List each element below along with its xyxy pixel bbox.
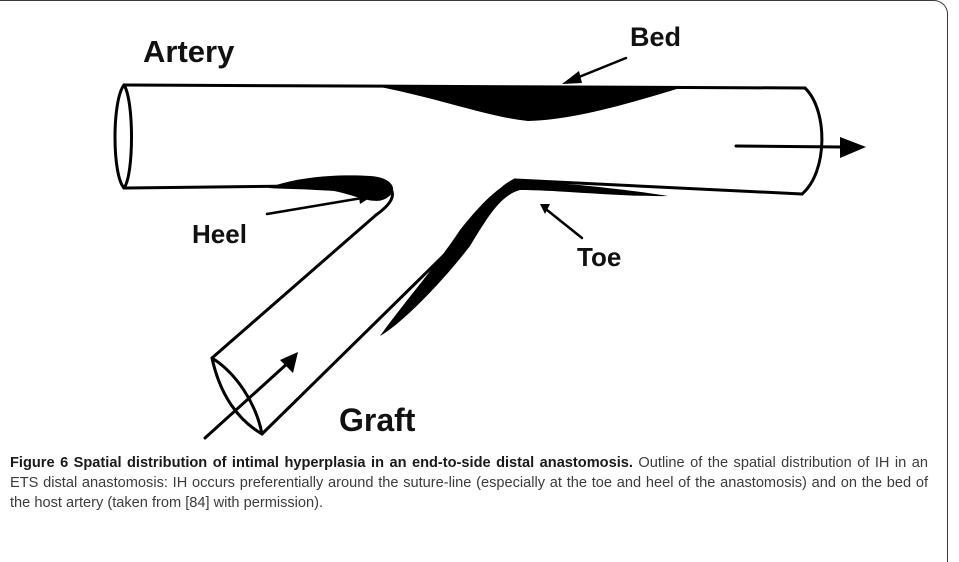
artery-right-end — [802, 88, 822, 194]
figure-caption: Figure 6 Spatial distribution of intimal… — [10, 453, 928, 513]
bed-label: Bed — [630, 24, 681, 51]
bed-pointer-line — [574, 58, 626, 79]
heel-label: Heel — [192, 221, 247, 247]
artery-left-end-inner — [124, 85, 132, 188]
graft-end-outer — [212, 358, 262, 434]
artery-label: Artery — [143, 36, 234, 67]
artery-left-end — [115, 85, 124, 188]
graft-end-inner — [212, 358, 262, 434]
heel-pointer-line — [267, 198, 362, 214]
anastomosis-diagram: Artery Bed Heel Toe Graft — [0, 0, 959, 450]
toe-label: Toe — [577, 244, 621, 270]
bed-hyperplasia — [375, 86, 683, 121]
flow-in-arrow-head — [280, 352, 298, 373]
graft-label: Graft — [339, 404, 415, 436]
toe-pointer-line — [547, 210, 582, 238]
heel-hyperplasia — [268, 175, 393, 200]
flow-out-arrow-line — [736, 146, 842, 147]
bed-pointer-head — [562, 71, 582, 84]
caption-title: Figure 6 Spatial distribution of intimal… — [10, 455, 633, 471]
toe-hyperplasia — [380, 180, 668, 336]
flow-out-arrow-head — [840, 137, 866, 158]
